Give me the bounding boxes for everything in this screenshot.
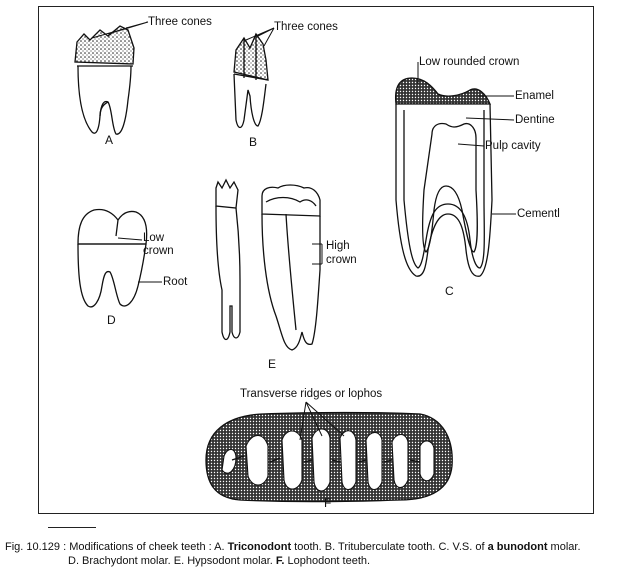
label-cement: Cementl [517, 208, 560, 220]
tooth-d-brachydont [77, 208, 148, 308]
label-three-cones-a: Three cones [148, 16, 212, 28]
tooth-b-trituberculate [233, 32, 269, 129]
figure-caption: Fig. 10.129 : Modifications of cheek tee… [5, 540, 619, 568]
caption-text-2: tooth. B. Trituberculate tooth. C. V.S. … [291, 541, 488, 553]
label-high: High [326, 240, 350, 252]
caption-bold-3: F. [275, 555, 285, 567]
label-crown-e: crown [326, 254, 357, 266]
label-enamel: Enamel [515, 90, 554, 102]
caption-bold-1: Triconodont [227, 541, 292, 553]
caption-text-3: molar. [547, 541, 581, 553]
label-pulp-cavity: Pulp cavity [485, 140, 541, 152]
panel-letter-f: F [324, 496, 332, 510]
label-root: Root [163, 276, 188, 288]
panel-letter-c: C [445, 284, 454, 298]
label-crown-d: crown [143, 245, 174, 257]
tooth-e-hypsodont [215, 178, 321, 351]
panel-letter-a: A [105, 133, 114, 147]
footnote-rule [48, 527, 96, 528]
figure-frame [38, 6, 594, 514]
tooth-f-lophodont [205, 411, 453, 503]
label-transverse-ridges: Transverse ridges or lophos [240, 388, 383, 400]
label-dentine: Dentine [515, 114, 555, 126]
panel-letter-e: E [268, 357, 277, 371]
caption-text-5: Lophodont teeth. [284, 555, 371, 567]
leader-lines [91, 21, 516, 441]
tooth-a-triconodont [74, 25, 135, 135]
label-low-rounded-crown: Low rounded crown [419, 56, 520, 68]
caption-text-1: Fig. 10.129 : Modifications of cheek tee… [5, 541, 228, 553]
caption-text-4: D. Brachydont molar. E. Hypsodont molar. [68, 555, 276, 567]
label-low: Low [143, 232, 165, 244]
caption-bold-2: a bunodont [487, 541, 548, 553]
panel-letter-d: D [107, 313, 116, 327]
panel-letter-b: B [249, 135, 258, 149]
tooth-c-bunodont-section [394, 77, 493, 277]
caption-line-2: D. Brachydont molar. E. Hypsodont molar.… [5, 554, 619, 568]
label-three-cones-b: Three cones [274, 21, 338, 33]
